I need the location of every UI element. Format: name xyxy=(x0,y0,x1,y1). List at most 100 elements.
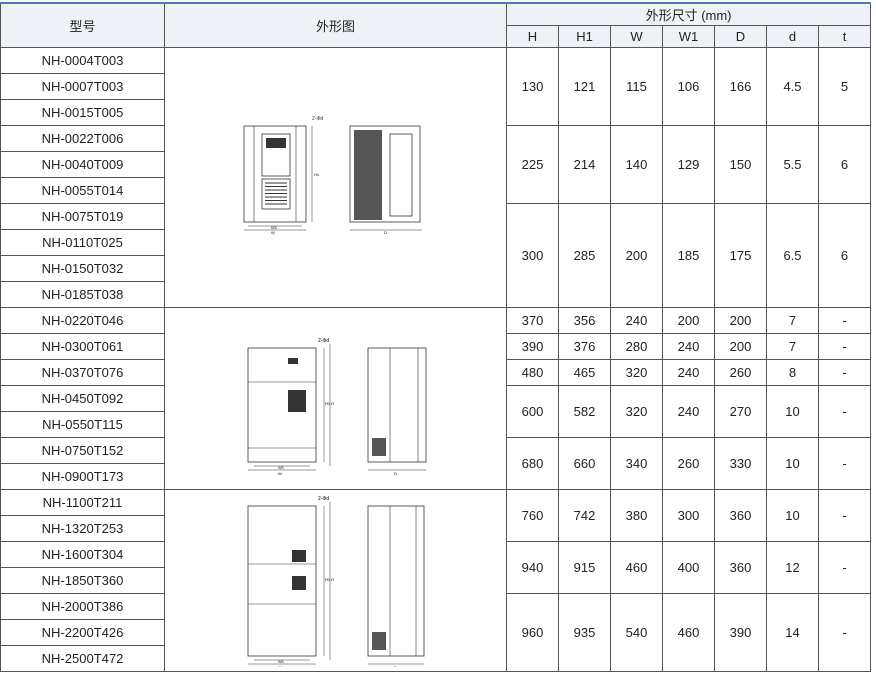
svg-text:W1: W1 xyxy=(278,465,285,470)
dim-h1-cell: 356 xyxy=(558,307,611,334)
table-row: NH-0040T009 xyxy=(0,151,871,178)
dim-w-cell: 340 xyxy=(610,437,663,490)
header-model: 型号 xyxy=(0,2,165,48)
dim-h1-cell: 660 xyxy=(558,437,611,490)
dim-w1-cell: 400 xyxy=(662,541,715,594)
dim-d-cell: 330 xyxy=(714,437,767,490)
svg-text:H1: H1 xyxy=(314,172,320,177)
dim-w-cell: 320 xyxy=(610,385,663,438)
svg-text:2-Φd: 2-Φd xyxy=(312,116,323,122)
model-cell: NH-0055T014 xyxy=(0,177,165,204)
front-view xyxy=(247,343,330,470)
side-view xyxy=(367,347,426,470)
header-dim-d: D xyxy=(714,25,767,48)
table-row: NH-0550T115 xyxy=(0,411,871,438)
dim-t-cell: - xyxy=(817,541,872,594)
dim-d-cell: 14 xyxy=(766,593,819,672)
table-row: NH-0110T025 xyxy=(0,229,871,256)
dim-w1-cell: 300 xyxy=(662,489,715,542)
table-row: NH-0185T038 xyxy=(0,281,871,308)
dim-w1-cell: 260 xyxy=(662,437,715,490)
dim-d-cell: 260 xyxy=(714,359,767,386)
dim-h1-cell: 376 xyxy=(558,333,611,360)
dim-t-cell: - xyxy=(817,385,872,438)
dim-d-cell: 10 xyxy=(766,385,819,438)
model-cell: NH-0900T173 xyxy=(0,463,165,490)
dim-w-cell: 320 xyxy=(610,359,663,386)
model-cell: NH-0750T152 xyxy=(0,437,165,464)
dim-w-cell: 280 xyxy=(610,333,663,360)
model-cell: NH-1320T253 xyxy=(0,515,165,542)
dim-d-cell: 360 xyxy=(714,541,767,594)
model-cell: NH-2200T426 xyxy=(0,619,165,646)
svg-text:D: D xyxy=(394,471,397,476)
model-cell: NH-0450T092 xyxy=(0,385,165,412)
dim-d-cell: 7 xyxy=(766,307,819,334)
dim-d-cell: 10 xyxy=(766,489,819,542)
dim-d-cell: 175 xyxy=(714,203,767,308)
dim-w1-cell: 240 xyxy=(662,359,715,386)
dim-w-cell: 460 xyxy=(610,541,663,594)
dim-h-cell: 600 xyxy=(506,385,559,438)
svg-text:W: W xyxy=(278,665,282,667)
dim-t-cell: - xyxy=(817,333,872,360)
dim-h-cell: 760 xyxy=(506,489,559,542)
dim-t-cell: - xyxy=(817,307,872,334)
dim-w-cell: 140 xyxy=(610,125,663,204)
dim-d-cell: 4.5 xyxy=(766,47,819,126)
model-cell: NH-0185T038 xyxy=(0,281,165,308)
side-view xyxy=(367,505,424,664)
table-row: NH-0150T032 xyxy=(0,255,871,282)
svg-text:W: W xyxy=(271,230,275,235)
svg-text:H1: H1 xyxy=(325,577,331,582)
model-cell: NH-0220T046 xyxy=(0,307,165,334)
dim-d-cell: 360 xyxy=(714,489,767,542)
model-cell: NH-0075T019 xyxy=(0,203,165,230)
model-cell: NH-2000T386 xyxy=(0,593,165,620)
model-cell: NH-0004T003 xyxy=(0,47,165,74)
svg-text:D: D xyxy=(394,665,397,667)
table-row: NH-2500T472 xyxy=(0,645,871,672)
dim-h-cell: 225 xyxy=(506,125,559,204)
dim-w-cell: 240 xyxy=(610,307,663,334)
model-cell: NH-0300T061 xyxy=(0,333,165,360)
table-row: NH-0007T003 xyxy=(0,73,871,100)
dim-t-cell: - xyxy=(817,489,872,542)
dim-t-cell: 6 xyxy=(817,203,872,308)
side-view xyxy=(349,125,422,231)
dim-d-cell: 12 xyxy=(766,541,819,594)
svg-text:D: D xyxy=(384,230,387,235)
dim-w-cell: 380 xyxy=(610,489,663,542)
dim-w1-cell: 240 xyxy=(662,385,715,438)
model-cell: NH-2500T472 xyxy=(0,645,165,672)
dim-h1-cell: 285 xyxy=(558,203,611,308)
dim-h1-cell: 465 xyxy=(558,359,611,386)
model-cell: NH-1850T360 xyxy=(0,567,165,594)
header-dimensions: 外形尺寸 (mm) xyxy=(505,2,872,26)
header-dim-h1: H1 xyxy=(558,25,611,48)
dim-d-cell: 270 xyxy=(714,385,767,438)
dim-t-cell: - xyxy=(817,437,872,490)
front-view xyxy=(247,501,330,664)
dim-h-cell: 370 xyxy=(506,307,559,334)
dim-h1-cell: 121 xyxy=(558,47,611,126)
dim-w1-cell: 185 xyxy=(662,203,715,308)
header-dim-h: H xyxy=(506,25,559,48)
svg-text:H: H xyxy=(331,577,334,582)
dim-t-cell: - xyxy=(817,593,872,672)
dim-t-cell: 5 xyxy=(817,47,872,126)
model-cell: NH-0150T032 xyxy=(0,255,165,282)
table-row: NH-0015T005 xyxy=(0,99,871,126)
header-dim-d: d xyxy=(766,25,819,48)
model-cell: NH-0040T009 xyxy=(0,151,165,178)
